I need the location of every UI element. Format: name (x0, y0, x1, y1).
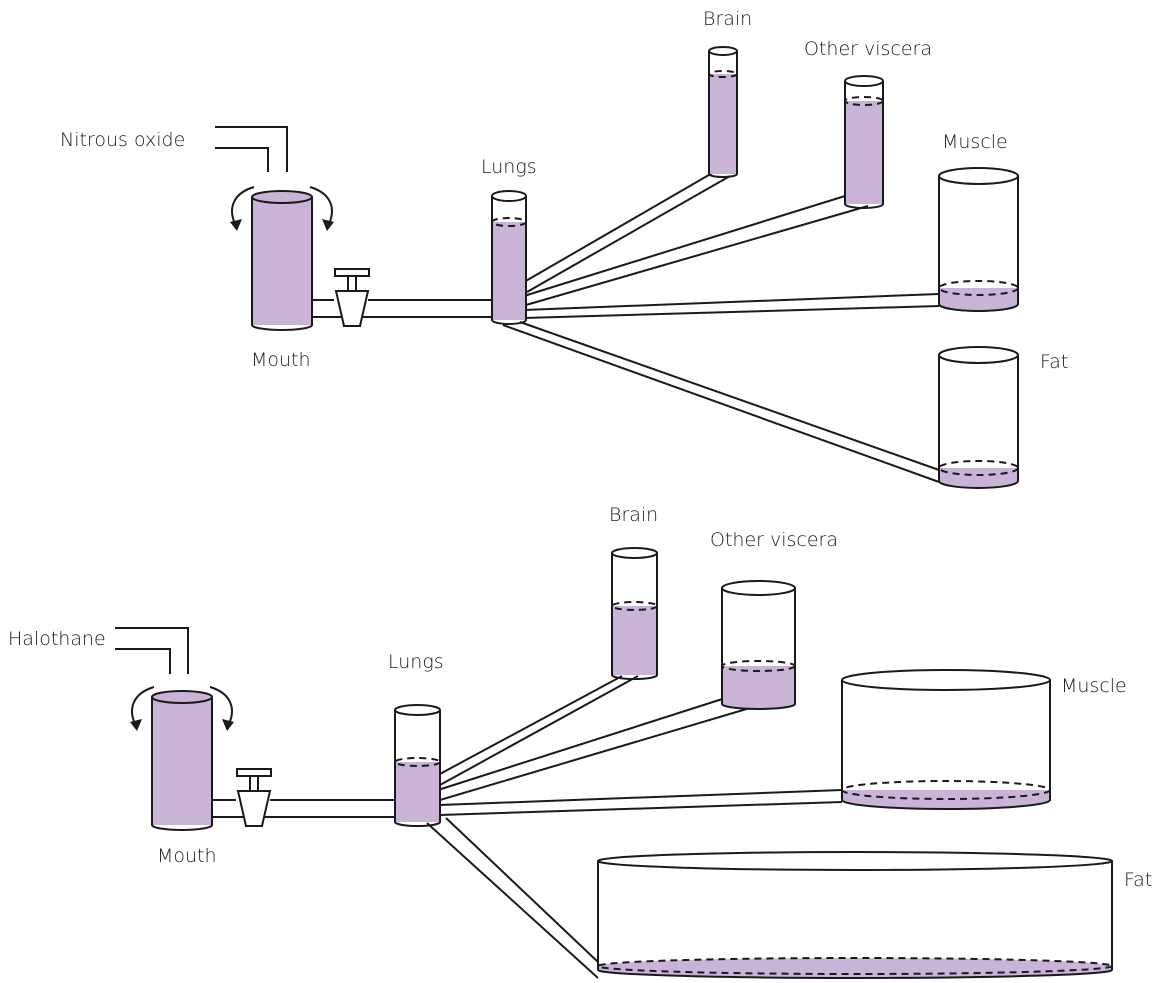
vessel-muscle (439, 789, 843, 816)
lungs-label: Lungs (481, 156, 537, 178)
fat-label: Fat (1040, 351, 1068, 373)
fat-cylinder (938, 346, 1019, 489)
fat-cylinder (597, 851, 1113, 979)
other-viscera-cylinder (844, 75, 884, 209)
mouth-label: Mouth (251, 349, 311, 371)
gas-supply-pipe (115, 627, 189, 674)
fat-label: Fat (1124, 869, 1152, 891)
arrowhead-left (130, 719, 142, 731)
mouth-lungs-tube (212, 799, 394, 818)
vessel-other-viscera (437, 693, 761, 801)
lungs-cylinder (491, 190, 527, 325)
brain-label: Brain (703, 8, 752, 30)
brain-cylinder (708, 46, 738, 178)
brain-label: Brain (609, 504, 658, 526)
arrowhead-right (222, 719, 234, 731)
valve-icon (334, 268, 370, 327)
muscle-label: Muscle (1061, 675, 1127, 697)
lungs-label: Lungs (388, 651, 444, 673)
other-viscera-label: Other viscera (804, 38, 932, 60)
gas-label: Nitrous oxide (60, 129, 185, 151)
lungs-cylinder (394, 704, 441, 827)
arrowhead-right (322, 219, 334, 231)
valve-icon (236, 768, 272, 827)
arrowhead-left (230, 219, 242, 231)
vessel-other-viscera (523, 195, 869, 306)
gas-label: Halothane (8, 628, 106, 650)
mouth-label: Mouth (157, 845, 217, 867)
gas-supply-pipe (215, 126, 288, 172)
vessel-brain (523, 171, 731, 293)
mouth-cylinder (151, 690, 213, 831)
vessel-muscle (523, 293, 940, 319)
other-viscera-label: Other viscera (710, 529, 838, 551)
muscle-label: Muscle (942, 131, 1008, 153)
other-viscera-cylinder (721, 580, 796, 710)
vessel-brain (437, 675, 639, 786)
vessel-fat (502, 321, 940, 483)
mouth-cylinder (251, 190, 313, 331)
mouth-lungs-tube (312, 299, 492, 318)
panel-nitrous-oxide: Nitrous oxide Mouth (60, 8, 1068, 489)
muscle-cylinder (841, 669, 1051, 810)
muscle-cylinder (938, 167, 1019, 312)
panel-halothane: Halothane Mouth (8, 504, 1152, 979)
vessel-fat (426, 817, 599, 979)
brain-cylinder (611, 547, 658, 680)
